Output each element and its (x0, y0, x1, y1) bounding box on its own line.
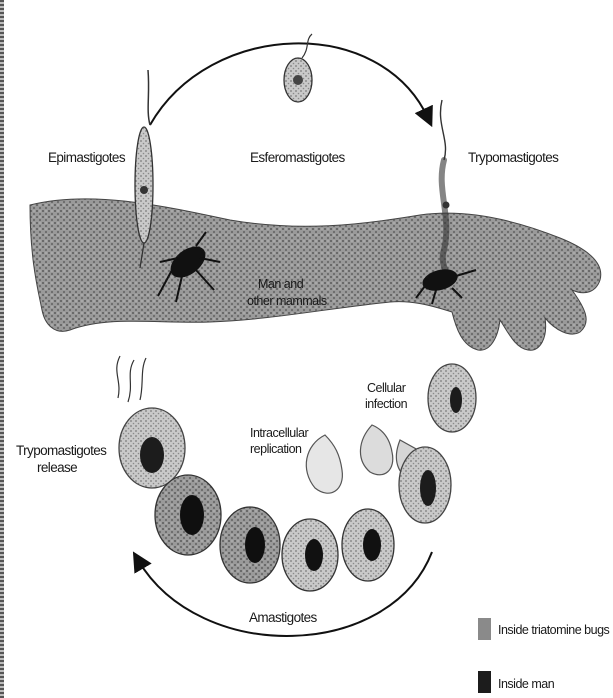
legend-swatch-man (478, 671, 491, 693)
label-epimastigotes: Epimastigotes (48, 150, 126, 165)
label-cellular-line1: Cellular (367, 381, 406, 395)
label-cellular-line2: infection (365, 397, 408, 411)
cellular-infection-cell (428, 364, 476, 432)
label-release-line2: release (37, 460, 77, 475)
amastigote-cell-1 (155, 475, 221, 555)
legend: Inside triatomine bugs Inside man (478, 618, 610, 693)
label-man-line1: Man and (258, 277, 304, 291)
label-release-line1: Trypomastigotes (16, 443, 107, 458)
replication-cell-right (399, 447, 451, 523)
legend-swatch-triatomine (478, 618, 491, 640)
label-esferomastigotes: Esferomastigotes (250, 150, 346, 165)
amastigote-cell-3 (282, 519, 338, 591)
arm-silhouette (30, 199, 601, 350)
trypomastigotes-release-cell (117, 356, 185, 488)
legend-label-triatomine: Inside triatomine bugs (498, 623, 610, 637)
legend-label-man: Inside man (498, 677, 555, 691)
amastigote-cell-2 (220, 507, 280, 583)
label-intracellular-line2: replication (250, 442, 302, 456)
amastigote-cell-4 (342, 509, 394, 581)
label-man-line2: other mammals (247, 294, 327, 308)
label-intracellular-line1: Intracellular (250, 426, 308, 440)
label-amastigotes: Amastigotes (249, 610, 318, 625)
label-trypomastigotes-top: Trypomastigotes (468, 150, 559, 165)
